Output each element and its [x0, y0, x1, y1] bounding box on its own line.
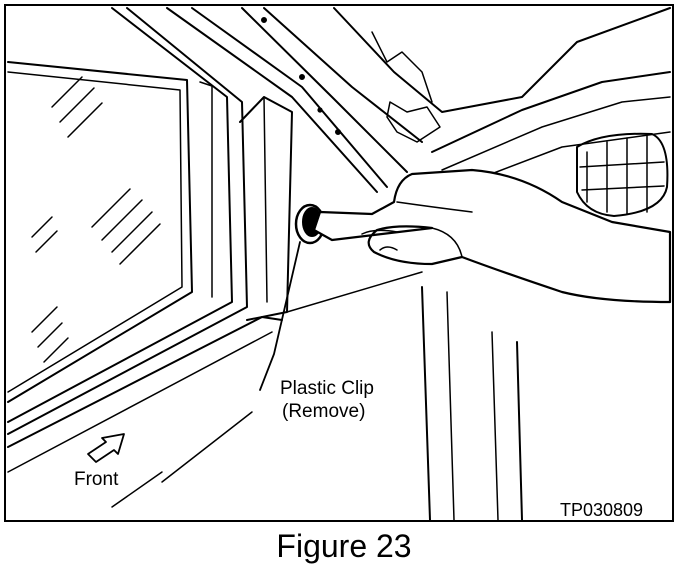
reference-code: TP030809 — [560, 500, 644, 520]
upper-pillar — [166, 7, 378, 193]
door-panel-illustration — [7, 7, 672, 520]
door-frame-rail — [7, 7, 233, 423]
front-direction-label: Front — [74, 469, 119, 490]
glass-reflection-marks — [31, 76, 161, 363]
callout-leader-line — [259, 241, 301, 391]
speaker-grille — [576, 132, 669, 217]
arrow-icon — [87, 433, 125, 463]
window-glass — [7, 61, 193, 403]
callout-label-line2: (Remove) — [282, 401, 366, 422]
hand-illustration — [312, 168, 672, 304]
pillar-trim-panel — [239, 96, 293, 321]
callout-label-line1: Plastic Clip — [280, 378, 374, 399]
figure-caption: Figure 23 — [276, 528, 412, 564]
illustration-frame — [4, 4, 674, 522]
